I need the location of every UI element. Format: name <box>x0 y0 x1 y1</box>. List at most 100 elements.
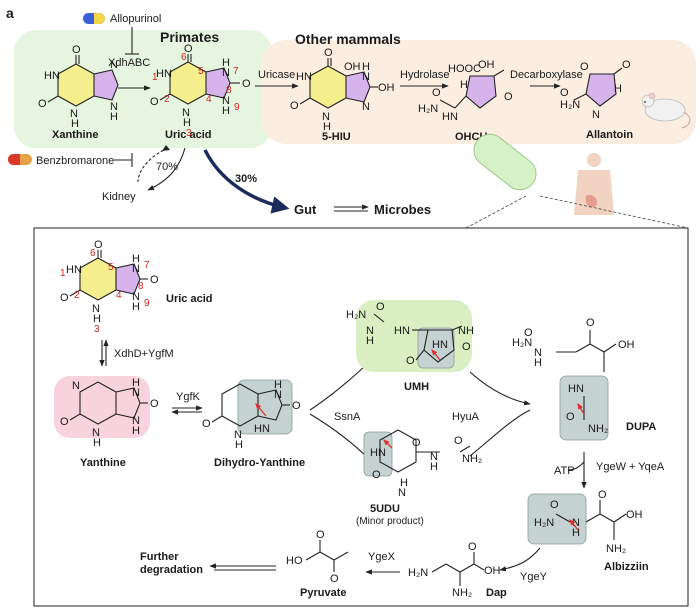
svg-text:O: O <box>462 341 471 353</box>
svg-text:H: H <box>132 301 140 313</box>
svg-text:O: O <box>316 529 325 541</box>
svg-text:H: H <box>254 423 262 435</box>
svg-text:O: O <box>60 292 69 304</box>
svg-text:O: O <box>372 469 381 481</box>
svg-text:N: N <box>110 101 118 113</box>
minor-product-label: (Minor product) <box>356 516 424 527</box>
svg-text:N: N <box>92 427 100 439</box>
svg-text:OH: OH <box>378 82 395 94</box>
detail-panel-frame <box>33 227 689 607</box>
dihydro-yanthine-label: Dihydro-Yanthine <box>214 457 305 469</box>
hiu-label: 5-HIU <box>322 131 351 143</box>
svg-text:N: N <box>430 451 438 463</box>
svg-text:O: O <box>504 91 513 103</box>
svg-text:H: H <box>132 377 140 389</box>
albizziin-highlight <box>527 493 587 545</box>
svg-text:6: 6 <box>90 248 96 259</box>
svg-text:N: N <box>132 263 140 275</box>
svg-text:H: H <box>274 379 282 391</box>
svg-text:NH₂: NH₂ <box>606 543 626 555</box>
svg-text:5: 5 <box>198 66 204 77</box>
svg-text:O: O <box>38 98 47 110</box>
svg-text:1: 1 <box>60 268 66 279</box>
svg-text:N: N <box>132 387 140 399</box>
svg-text:NH₂: NH₂ <box>588 423 608 435</box>
svg-text:O: O <box>290 100 299 112</box>
kidney-percent: 70% <box>156 161 178 173</box>
svg-text:N: N <box>572 517 580 529</box>
uric-acid-structure-top: O O O HN N H H N N H 6 1 2 3 4 5 7 8 9 <box>150 43 251 139</box>
svg-text:H: H <box>93 313 101 325</box>
fiveudu-label: 5UDU <box>370 503 400 515</box>
svg-text:H: H <box>366 335 374 347</box>
svg-text:2: 2 <box>74 290 80 301</box>
svg-text:O: O <box>586 317 595 329</box>
dihydro-yanthine-highlight <box>237 379 293 435</box>
kidney-label: Kidney <box>102 191 136 203</box>
svg-text:H: H <box>132 253 140 265</box>
xanthine-label: Xanthine <box>52 129 98 141</box>
svg-text:N: N <box>72 380 80 392</box>
svg-text:OH: OH <box>618 339 635 351</box>
degradation-label: degradation <box>140 564 203 576</box>
svg-text:O: O <box>94 239 103 251</box>
svg-text:HN: HN <box>568 383 584 395</box>
albizziin-label: Albizziin <box>604 561 649 573</box>
allantoin-structure: O O H N H₂N O <box>560 59 631 121</box>
albizziin-structure: H₂N O N H O OH NH₂ <box>534 489 643 555</box>
svg-text:8: 8 <box>138 281 144 292</box>
svg-text:NH: NH <box>458 325 474 337</box>
svg-text:H₂N: H₂N <box>512 337 532 349</box>
svg-text:N: N <box>132 415 140 427</box>
svg-text:H: H <box>323 121 331 133</box>
svg-text:H: H <box>93 437 101 449</box>
yanthine-label: Yanthine <box>80 457 126 469</box>
gut-percent: 30% <box>235 173 257 185</box>
svg-text:9: 9 <box>144 298 150 309</box>
kidney-arrow <box>147 147 186 191</box>
svg-text:O: O <box>432 87 441 99</box>
allopurinol-label: Allopurinol <box>110 13 161 25</box>
svg-text:H₂N: H₂N <box>534 517 554 529</box>
svg-text:7: 7 <box>233 66 239 77</box>
benzbromarone-label: Benzbromarone <box>36 155 114 167</box>
svg-text:H₂N: H₂N <box>408 567 428 579</box>
umh-structure: HN N H H₂N O NH O O HN <box>346 301 474 367</box>
svg-text:H: H <box>71 118 79 130</box>
svg-text:N: N <box>362 101 370 113</box>
hyua-label: HyuA <box>452 411 480 423</box>
yanthine-structure: N O O N H H N N H <box>60 377 159 449</box>
pyruvate-label: Pyruvate <box>300 587 346 599</box>
svg-text:5: 5 <box>108 262 114 273</box>
svg-text:HN: HN <box>432 339 448 351</box>
svg-text:NH₂: NH₂ <box>452 587 472 599</box>
svg-text:H₂N: H₂N <box>418 103 438 115</box>
svg-text:3: 3 <box>186 128 192 139</box>
svg-text:O: O <box>292 400 301 412</box>
svg-text:OH: OH <box>626 509 643 521</box>
dupa-structure: H₂N N H O O OH HN O NH₂ <box>512 317 635 435</box>
svg-text:H: H <box>614 83 622 95</box>
svg-text:H: H <box>183 117 191 129</box>
svg-text:O: O <box>550 499 559 511</box>
svg-text:H: H <box>235 439 243 451</box>
svg-text:NH₂: NH₂ <box>462 453 482 465</box>
svg-text:O: O <box>72 44 81 56</box>
benzbromarone-pill-icon <box>8 154 32 165</box>
mouse-icon <box>641 92 691 129</box>
umh-label: UMH <box>404 381 429 393</box>
ygey-label: YgeY <box>520 571 548 583</box>
kidney-reabsorb-dashed-arrow <box>137 147 169 183</box>
svg-text:O: O <box>60 416 69 428</box>
ohcu-structure: HOOC OH H O HN H₂N O <box>418 59 513 123</box>
ygex-label: YgeX <box>368 551 396 563</box>
svg-text:1: 1 <box>152 72 158 83</box>
uricase-label: Uricase <box>258 69 295 81</box>
allopurinol-pill-icon <box>83 13 105 24</box>
svg-text:H₂N: H₂N <box>346 309 366 321</box>
svg-text:HOOC: HOOC <box>448 63 481 75</box>
svg-text:3: 3 <box>94 324 100 335</box>
uric-acid-label-bottom: Uric acid <box>166 293 212 305</box>
dap-structure: H₂N O OH NH₂ <box>408 541 501 599</box>
